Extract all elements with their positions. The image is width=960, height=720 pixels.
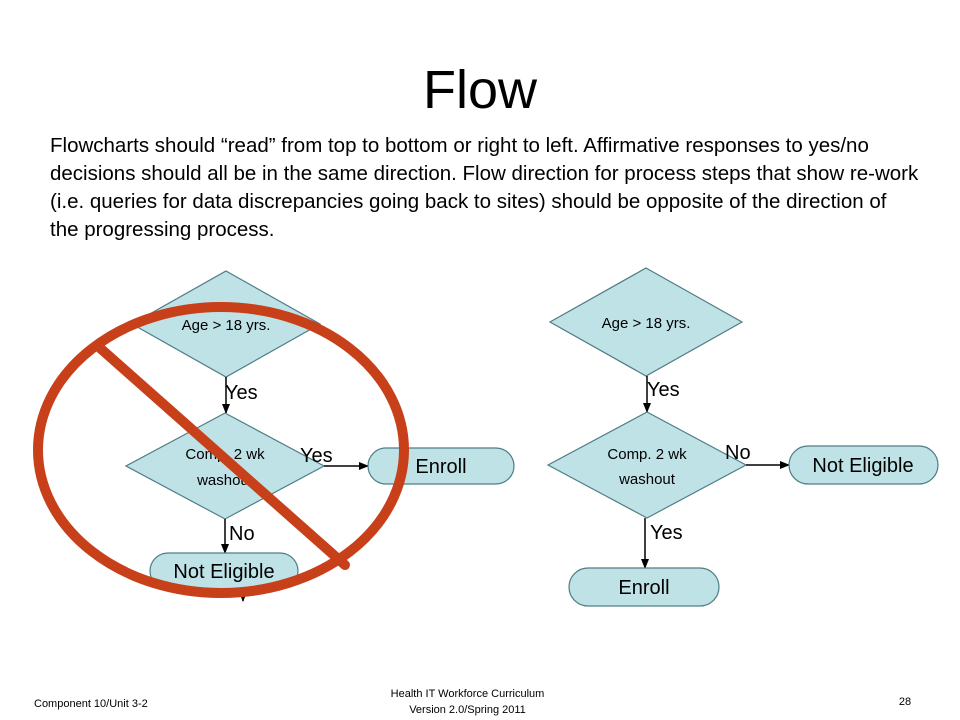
right-not-eligible-terminal (788, 445, 939, 485)
footer-component-unit: Component 10/Unit 3-2 (34, 698, 148, 710)
right-enroll-terminal (568, 567, 720, 607)
right-flowchart: Age > 18 yrs. Yes Comp. 2 wk washout No … (546, 267, 939, 607)
slide-body-text: Flowcharts should “read” from top to bot… (50, 134, 919, 241)
right-yes-label-2: Yes (650, 522, 683, 544)
left-yes-label-2: Yes (300, 445, 333, 467)
prohibition-slash (95, 343, 350, 570)
right-decision-washout (546, 411, 748, 519)
right-decision-washout-label-line1: Comp. 2 wk (607, 446, 687, 463)
left-flowchart: Age > 18 yrs. Yes Comp. 2 wk washout Yes… (33, 270, 515, 602)
right-decision-age (548, 267, 744, 377)
slide-title: Flow (422, 60, 537, 120)
left-yes-label-1: Yes (225, 382, 258, 404)
right-not-eligible-label: Not Eligible (812, 455, 913, 477)
left-not-eligible-label: Not Eligible (173, 561, 274, 583)
left-decision-washout (124, 412, 326, 520)
right-decision-age-label: Age > 18 yrs. (602, 315, 691, 332)
left-decision-age-label: Age > 18 yrs. (182, 317, 271, 334)
footer-curriculum-line2: Version 2.0/Spring 2011 (409, 704, 526, 716)
right-yes-label-1: Yes (647, 379, 680, 401)
page-number: 28 (898, 696, 912, 708)
right-decision-washout-label-line2: washout (618, 471, 676, 488)
right-no-label: No (725, 442, 751, 464)
left-no-label: No (229, 523, 255, 545)
prohibition-circle (33, 302, 409, 598)
footer-curriculum-line1: Health IT Workforce Curriculum (390, 688, 545, 700)
footer-curriculum: Health IT Workforce Curriculum Version 2… (340, 686, 595, 718)
left-enroll-label: Enroll (415, 456, 466, 478)
right-enroll-label: Enroll (618, 577, 669, 599)
